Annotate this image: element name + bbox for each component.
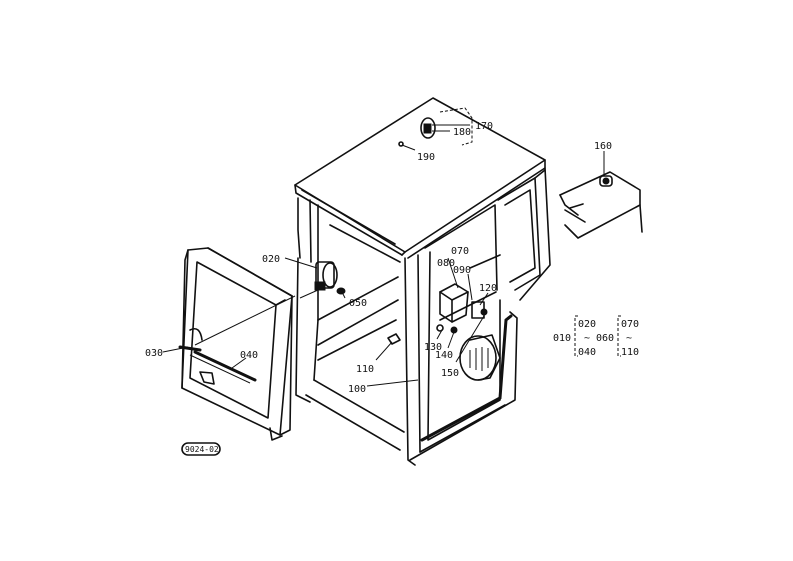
cab-right-door [404, 167, 551, 466]
rear-fender [559, 171, 643, 239]
diagram-code: 9024-02 [185, 445, 219, 454]
callout-050: 050 [349, 298, 367, 309]
callout-040: 040 [240, 350, 258, 361]
callout-150: 150 [441, 368, 459, 379]
callout-030: 030 [145, 348, 163, 359]
wiper-motor [299, 261, 346, 299]
callout-170: 170 [475, 121, 493, 132]
callout-190: 190 [417, 152, 435, 163]
callout-140: 140 [435, 350, 453, 361]
legend-group2-key: 060 [596, 333, 614, 344]
legend-group1-tilde: ~ [584, 333, 590, 344]
washer-assembly [387, 283, 501, 381]
callout-080: 080 [437, 258, 455, 269]
cab-roof [294, 97, 546, 259]
legend-group2-tilde: ~ [626, 333, 632, 344]
callout-180: 180 [453, 127, 471, 138]
roof-lamp [398, 107, 473, 147]
legend-group1-key: 010 [553, 333, 571, 344]
callout-110: 110 [356, 364, 374, 375]
callout-100: 100 [348, 384, 366, 395]
callout-020: 020 [262, 254, 280, 265]
legend-group1-top: 020 [578, 319, 596, 330]
legend-group1-bottom: 040 [578, 347, 596, 358]
legend-group2-bottom: 110 [621, 347, 639, 358]
leader-lines [162, 124, 605, 387]
callout-090: 090 [453, 265, 471, 276]
diagram-code-badge: 9024-02 [181, 442, 221, 456]
part-group-legend: 010 020 ~ 040 060 070 ~ 110 [553, 315, 639, 358]
cab-left-frame [295, 197, 405, 451]
callout-120: 120 [479, 283, 497, 294]
callout-130: 130 [424, 342, 442, 353]
callout-160: 160 [594, 141, 612, 152]
callout-070: 070 [451, 246, 469, 257]
callouts: 170 180 190 160 020 050 030 040 070 080 … [145, 121, 612, 395]
front-window [178, 247, 296, 441]
legend-group2-top: 070 [621, 319, 639, 330]
